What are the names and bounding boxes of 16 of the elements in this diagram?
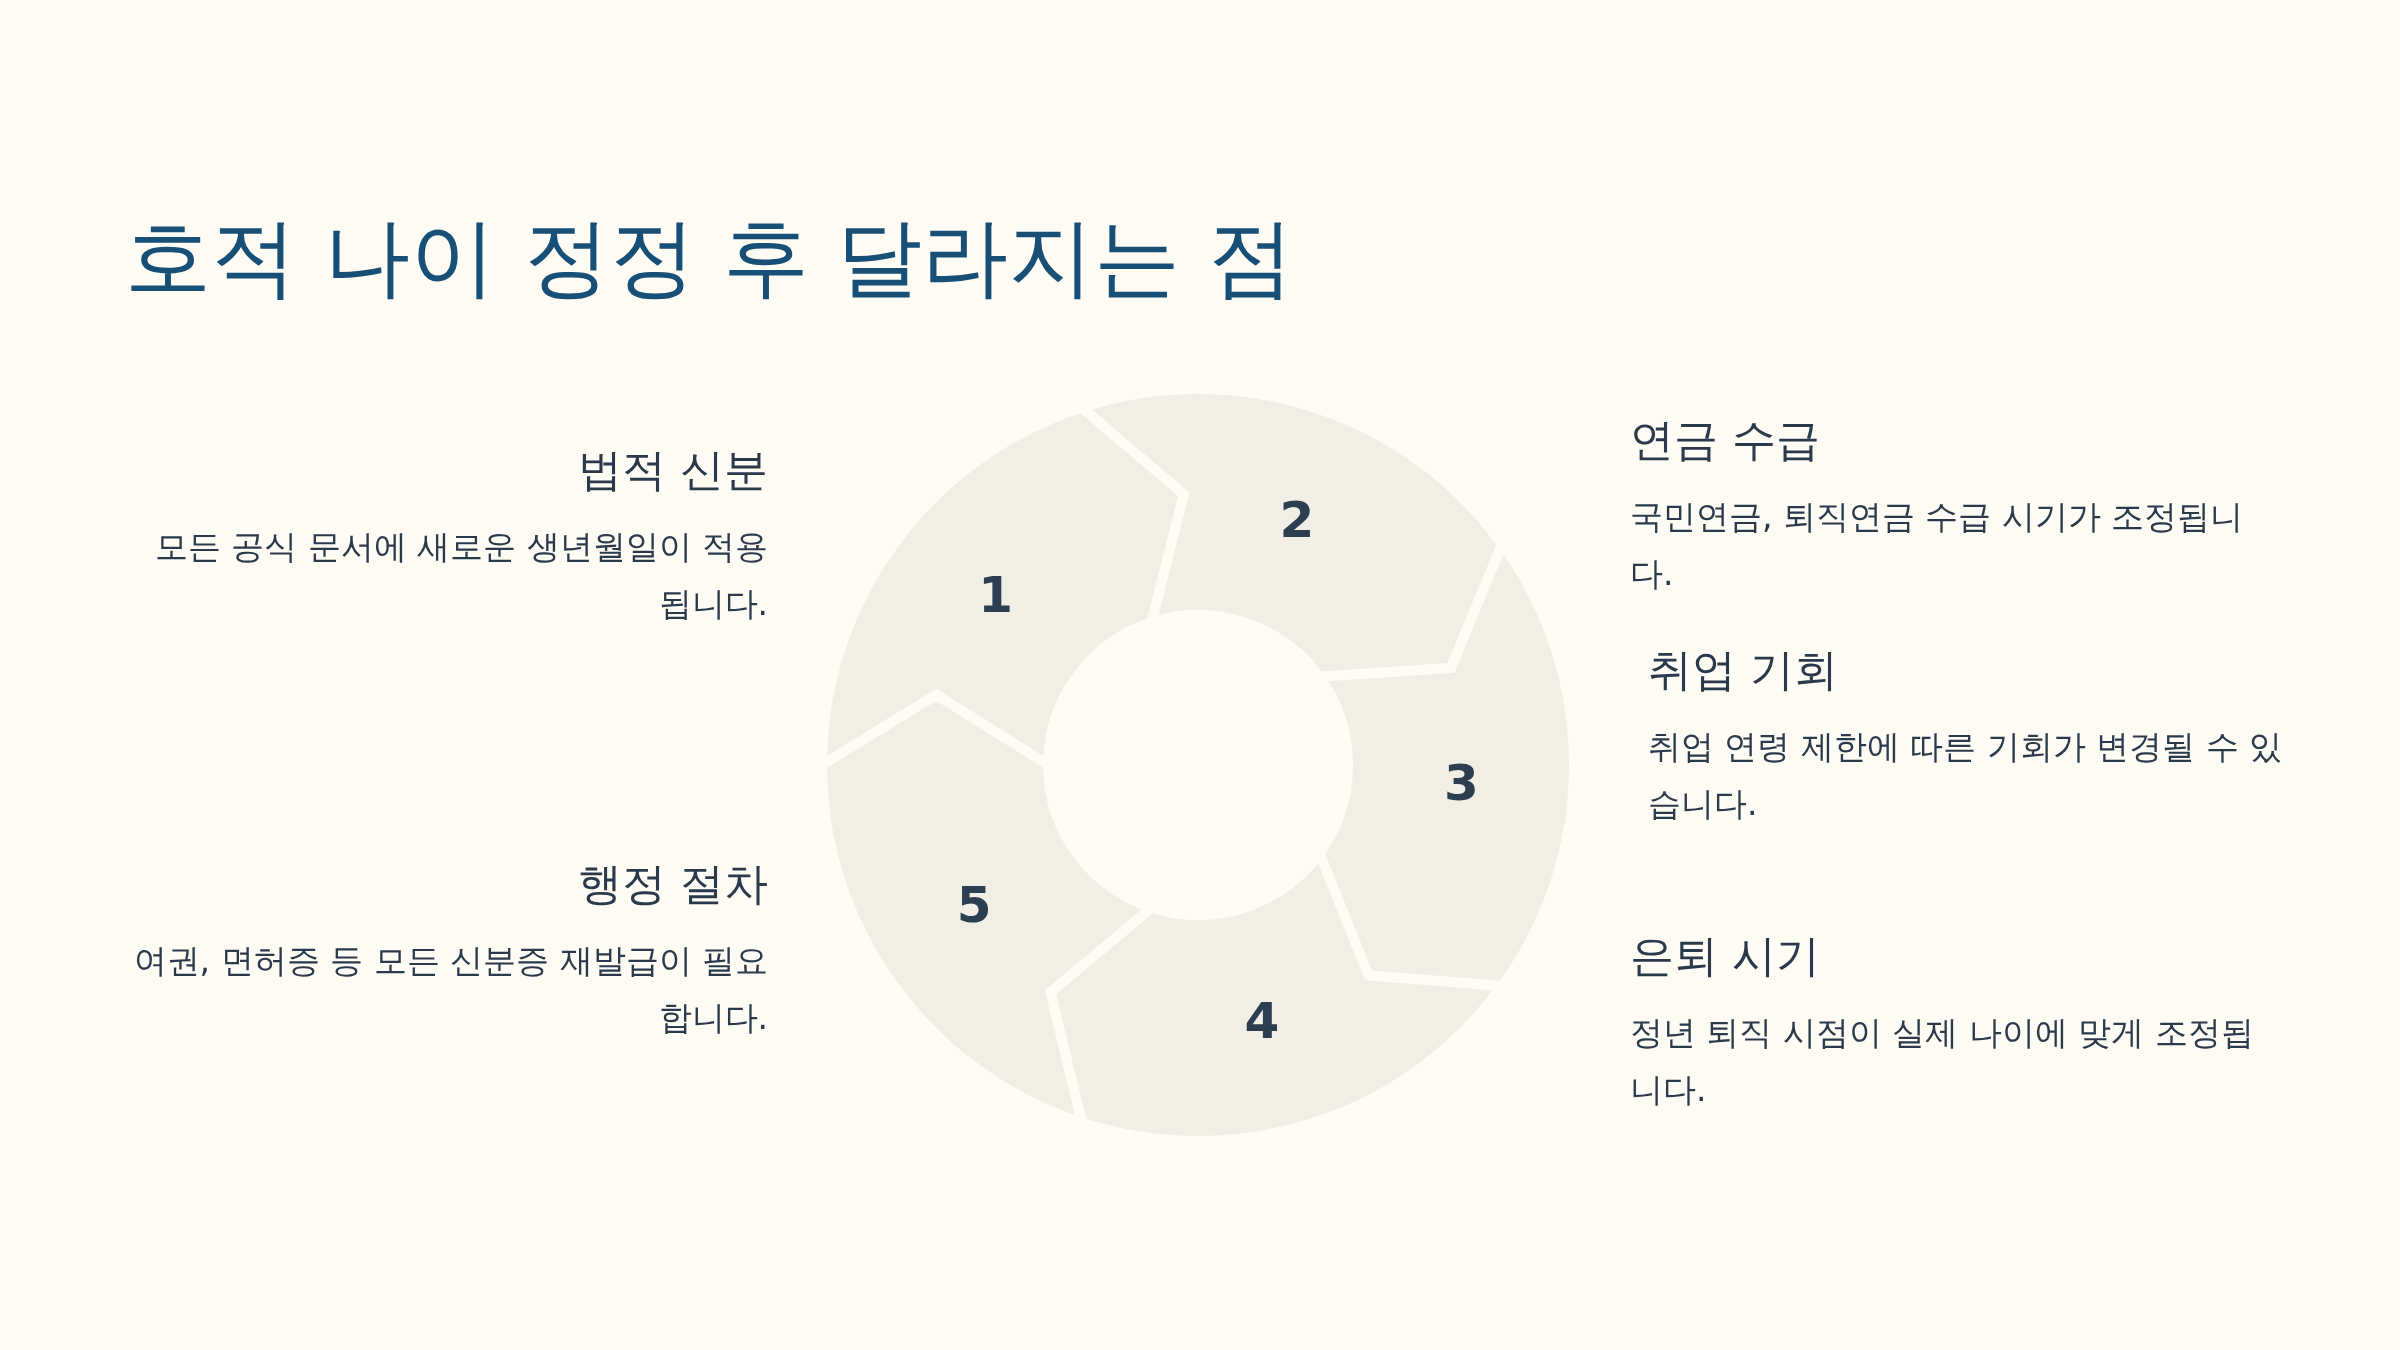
description-text: 모든 공식 문서에 새로운 생년월일이 적용됩니다. <box>153 526 768 625</box>
step-number: 3 <box>1443 754 1479 813</box>
description-text: 정년 퇴직 시점이 실제 나이에 맞게 조정됩니다. <box>1630 1012 2255 1111</box>
step-number: 4 <box>1244 992 1280 1051</box>
heading: 행정 절차 <box>577 857 768 911</box>
title: 호적 나이 정정 후 달라지는 점 <box>125 206 1294 309</box>
heading: 연금 수급 <box>1630 413 1821 467</box>
description-text: 취업 연령 제한에 따른 기회가 변경될 수 있습니다. <box>1648 726 2284 825</box>
step-number: 1 <box>978 566 1014 625</box>
step-number: 2 <box>1279 491 1315 550</box>
description-text: 국민연금, 퇴직연금 수급 시기가 조정됩니다. <box>1630 496 2245 595</box>
heading: 취업 기회 <box>1648 643 1839 697</box>
description-text: 여권, 면허증 등 모든 신분증 재발급이 필요합니다. <box>132 940 768 1039</box>
step-number: 5 <box>956 875 992 934</box>
heading: 법적 신분 <box>577 443 768 497</box>
heading: 은퇴 시기 <box>1630 929 1821 983</box>
